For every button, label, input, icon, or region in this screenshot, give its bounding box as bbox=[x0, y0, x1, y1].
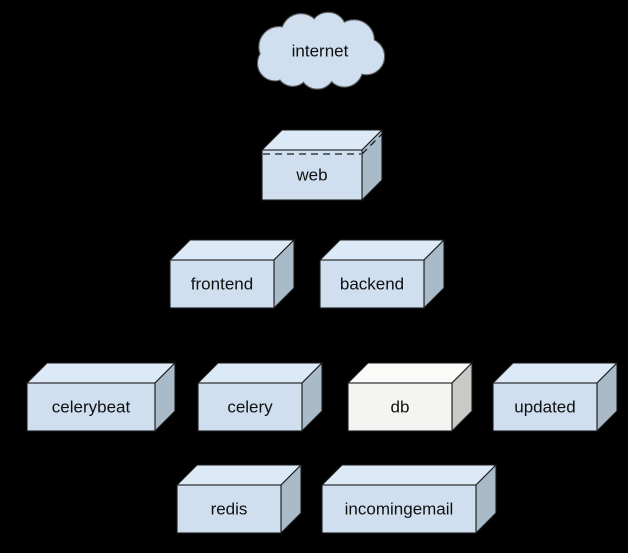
box-top-face bbox=[196, 362, 324, 384]
box-top-face bbox=[168, 239, 296, 261]
diagram-row-app-row: frontend backend bbox=[168, 238, 446, 310]
box-node-web[interactable]: web bbox=[260, 128, 384, 202]
box-front-face bbox=[261, 149, 363, 201]
box-top-face bbox=[260, 129, 384, 151]
cloud-node-internet[interactable]: internet bbox=[256, 11, 386, 90]
box-node-db[interactable]: db bbox=[346, 361, 474, 433]
box-front-face bbox=[347, 382, 453, 432]
cloud-layer: internet bbox=[256, 11, 386, 90]
box-front-face bbox=[197, 382, 303, 432]
box-top-face bbox=[491, 362, 619, 384]
box-front-face bbox=[176, 484, 282, 534]
box-top-face bbox=[175, 464, 303, 486]
box-node-redis[interactable]: redis bbox=[175, 463, 303, 535]
box-dashed-divider-side bbox=[361, 133, 383, 155]
box-front-face bbox=[321, 484, 477, 534]
box-front-face bbox=[26, 382, 156, 432]
box-top-face bbox=[346, 362, 474, 384]
box-node-celerybeat[interactable]: celerybeat bbox=[25, 361, 177, 433]
box-top-face bbox=[25, 362, 177, 384]
box-node-incomingemail[interactable]: incomingemail bbox=[320, 463, 498, 535]
box-node-updated[interactable]: updated bbox=[491, 361, 619, 433]
box-front-face bbox=[492, 382, 598, 432]
box-node-celery[interactable]: celery bbox=[196, 361, 324, 433]
box-front-face bbox=[169, 259, 275, 309]
box-front-face bbox=[319, 259, 425, 309]
box-node-frontend[interactable]: frontend bbox=[168, 238, 296, 310]
cloud-fill bbox=[258, 12, 384, 89]
diagram-row-web-row: web bbox=[260, 128, 384, 202]
box-node-backend[interactable]: backend bbox=[318, 238, 446, 310]
box-top-face bbox=[318, 239, 446, 261]
box-top-face bbox=[320, 464, 498, 486]
